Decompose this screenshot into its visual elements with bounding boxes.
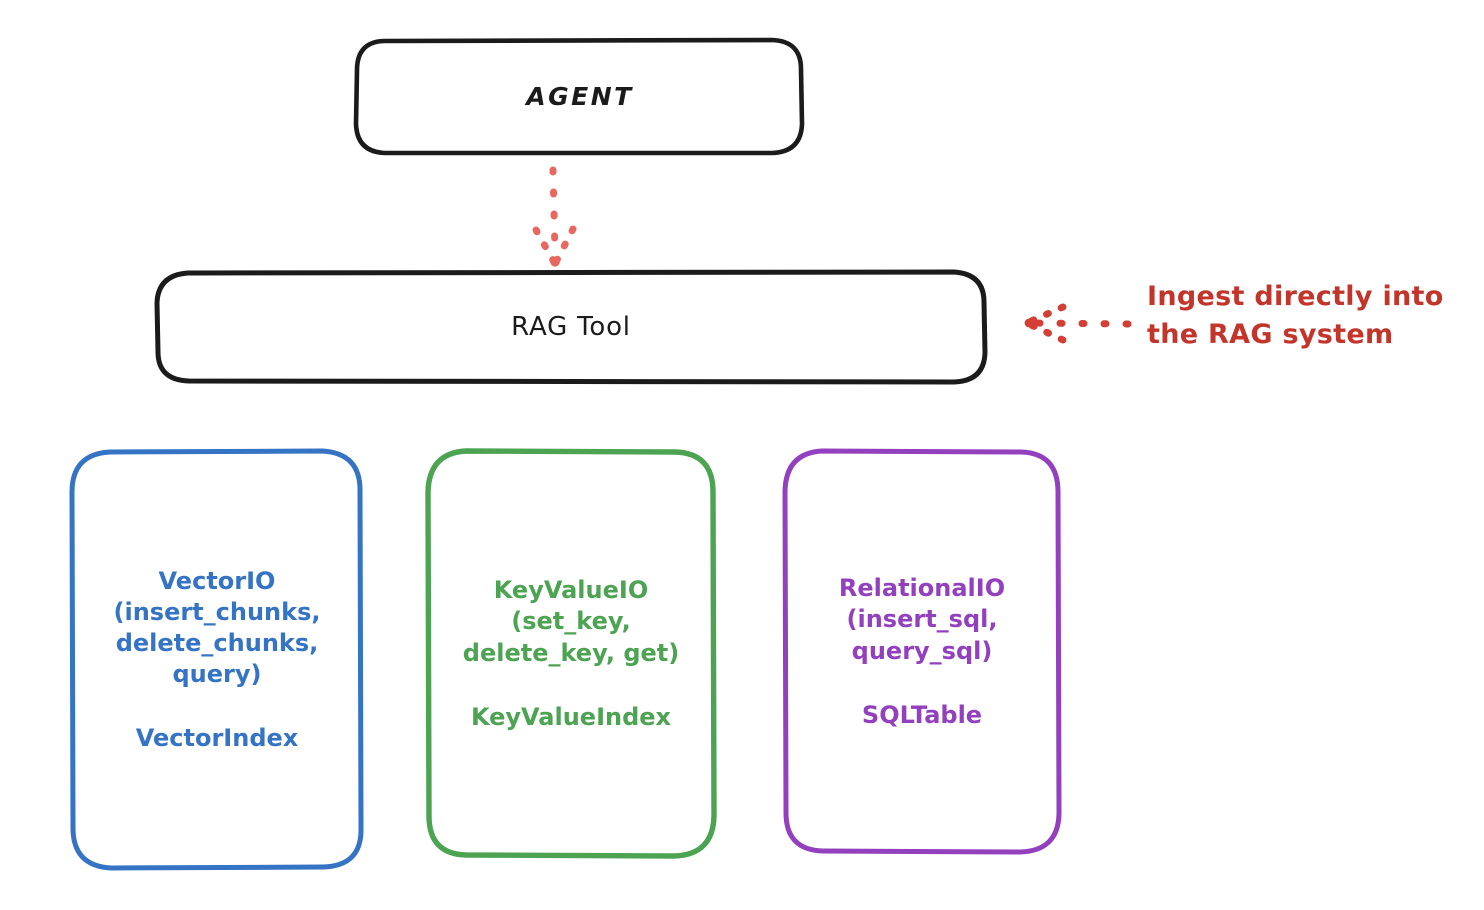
vector-io-box-outline [69, 448, 364, 871]
key-value-io-label: KeyValueIO (set_key, delete_key, get) [462, 576, 680, 667]
key-value-io-node[interactable]: KeyValueIO (set_key, delete_key, get) Ke… [428, 450, 714, 856]
ingest-annotation-text: Ingest directly into the RAG system [1147, 281, 1444, 351]
key-value-io-box-outline [425, 448, 717, 859]
relational-io-label: RelationalIO (insert_sql, query_sql) [838, 574, 1006, 665]
sql-table-label: SQLTable [861, 700, 983, 729]
rag-tool-box-outline [154, 269, 988, 385]
agent-node[interactable]: AGENT [356, 40, 804, 153]
key-value-index-label: KeyValueIndex [470, 702, 672, 731]
vector-io-label: VectorIO (insert_chunks, delete_chunks, … [113, 566, 321, 689]
vector-index-label: VectorIndex [135, 724, 299, 753]
relational-io-box-outline [782, 448, 1062, 855]
ingest-to-rag-tool-connector [1024, 303, 1132, 344]
agent-to-rag-tool-connector [532, 166, 577, 267]
rag-tool-label: RAG Tool [511, 311, 631, 342]
relational-io-node[interactable]: RelationalIO (insert_sql, query_sql) SQL… [785, 450, 1059, 852]
agent-box-outline [353, 37, 805, 156]
vector-io-node[interactable]: VectorIO (insert_chunks, delete_chunks, … [72, 450, 362, 868]
rag-tool-node[interactable]: RAG Tool [157, 272, 985, 382]
agent-label: AGENT [526, 82, 634, 111]
